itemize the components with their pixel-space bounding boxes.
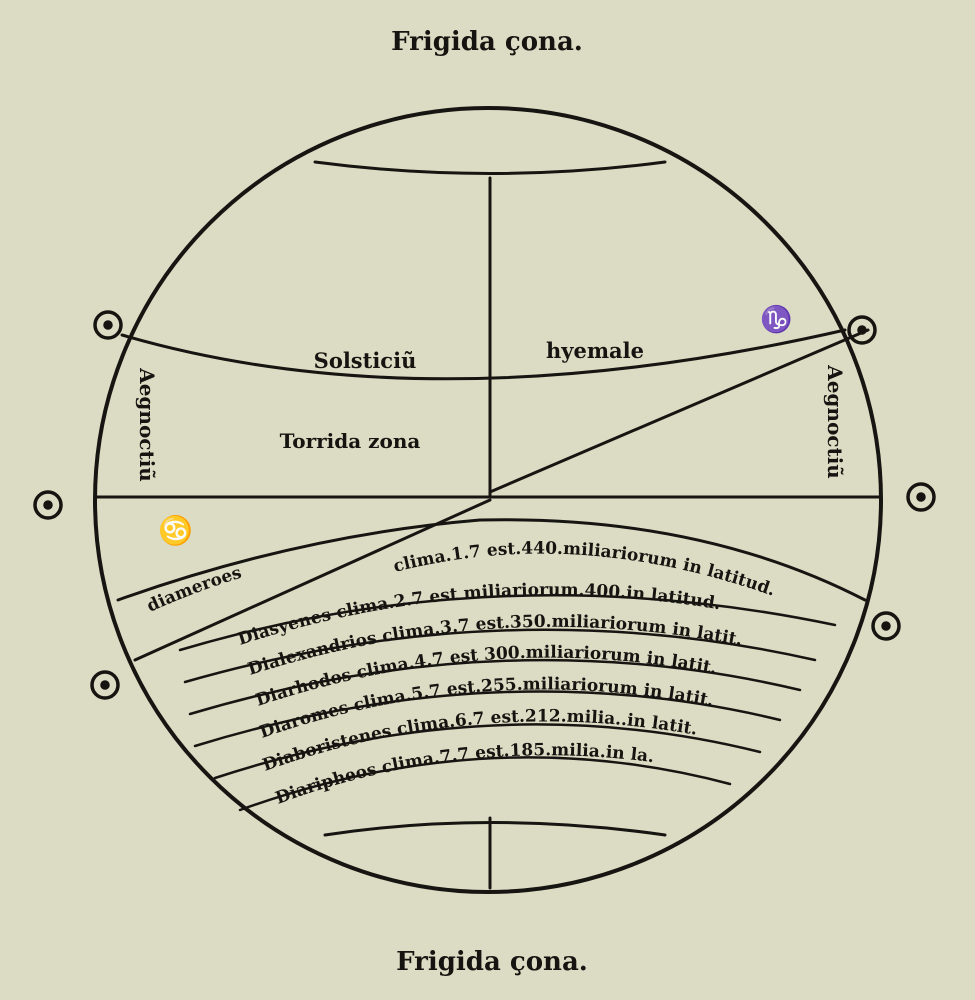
label-torrid-zone: Torrida zona (280, 429, 421, 453)
title-top: Frigida çona. (391, 27, 583, 57)
label-hyemale: hyemale (546, 338, 644, 363)
label-equinox-right: Aegnoctiũ (823, 364, 847, 479)
globe (93, 106, 883, 894)
label-diameroes: diameroes (144, 563, 244, 617)
clima-separator (238, 756, 732, 812)
sun-icon (90, 670, 120, 700)
clima-separator (183, 628, 817, 684)
globe-outline (93, 106, 883, 894)
sun-icon (93, 310, 123, 340)
title-bottom: Frigida çona. (396, 947, 588, 977)
sun-icon (906, 482, 936, 512)
sun-symbols (33, 310, 936, 700)
clima-separator (188, 658, 802, 716)
ecliptic-upper (488, 328, 870, 494)
label-equinox-left: Aegnoctiũ (135, 367, 159, 482)
clima-top-line (116, 518, 867, 602)
clima-separator (178, 594, 837, 652)
cancer-sign: ♋ (158, 514, 193, 547)
tropic-line (120, 328, 847, 381)
label-solstice: Solsticiũ (314, 348, 417, 373)
sun-icon (871, 611, 901, 641)
capricorn-sign: ♑ (760, 304, 792, 335)
clima-separator (213, 723, 762, 780)
sun-icon (33, 490, 63, 520)
clima-separator (193, 690, 782, 748)
sun-icon (847, 315, 877, 345)
antarctic-circle-line (323, 821, 667, 837)
ecliptic-lower (133, 498, 492, 662)
arctic-circle-line (313, 160, 667, 175)
